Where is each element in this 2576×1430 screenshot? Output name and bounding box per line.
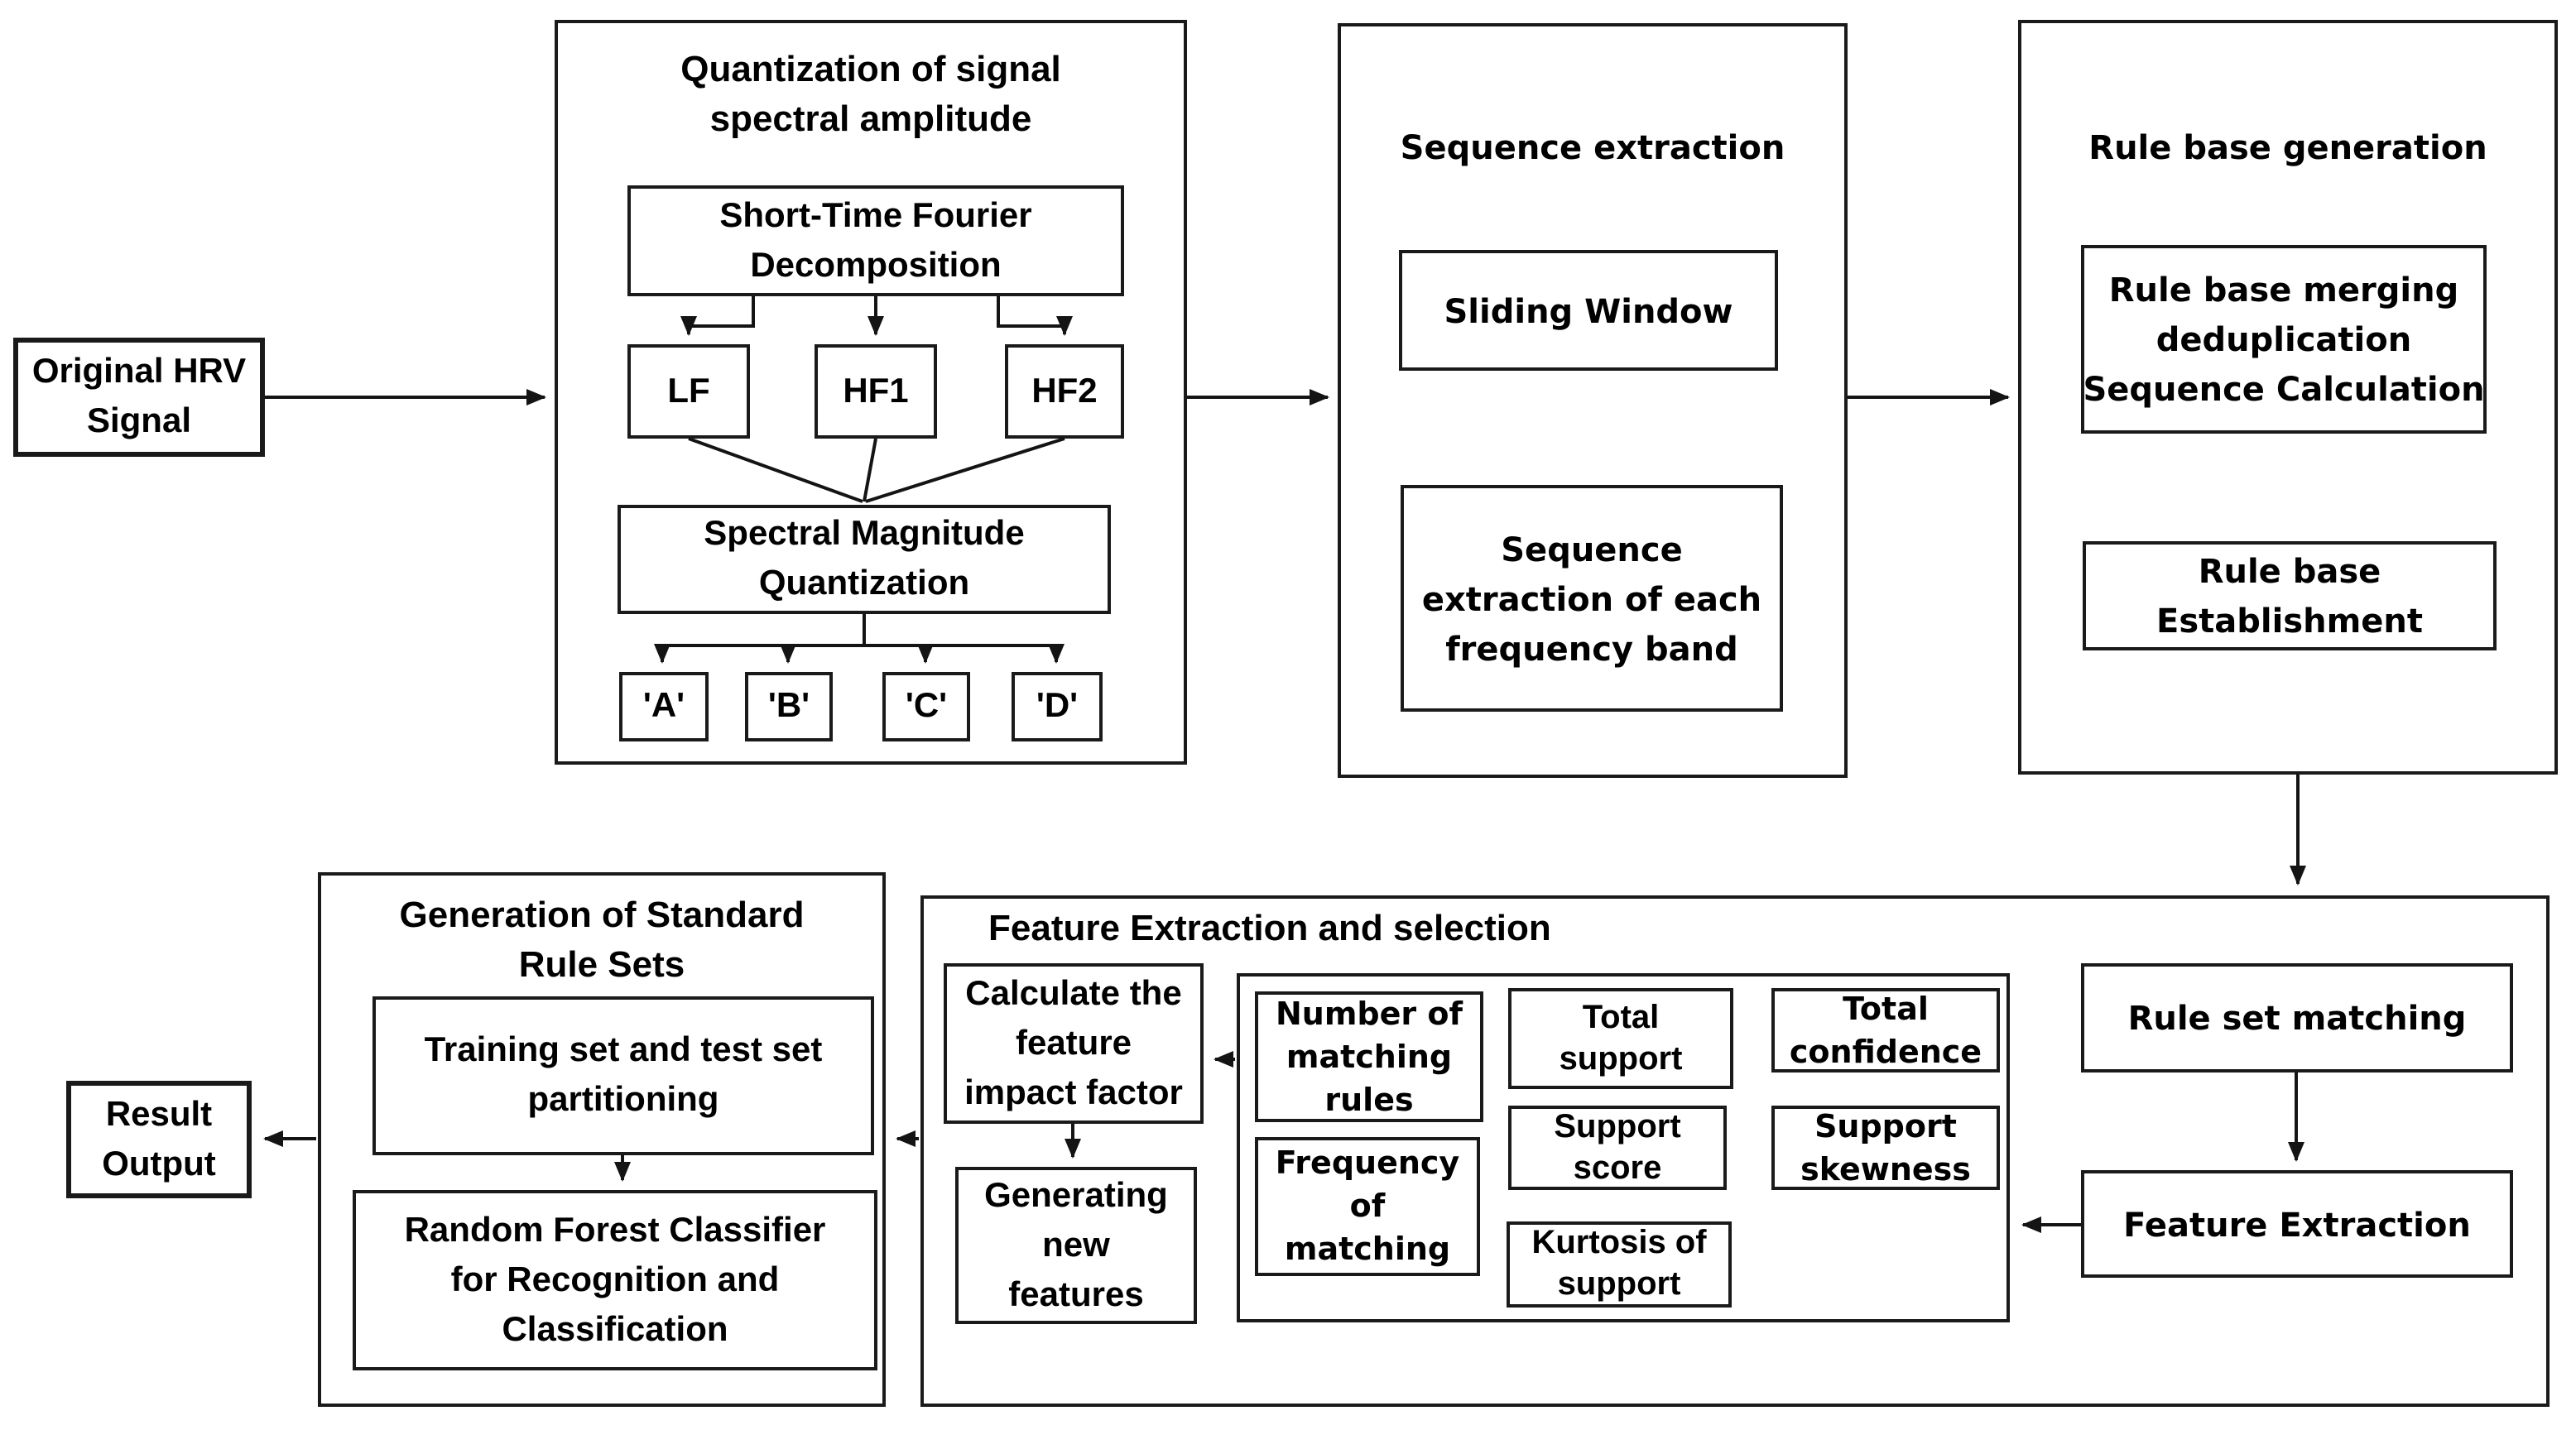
node-lf: LF [627,344,750,439]
node-symbol-a: 'A' [619,672,709,741]
feature-extraction-selection-title: Feature Extraction and selection [988,907,1551,948]
node-hf1: HF1 [815,344,937,439]
rule-base-generation-title: Rule base generation [2088,127,2487,167]
node-rule-set-matching: Rule set matching [2081,963,2513,1072]
sequence-extraction-title: Sequence extraction [1400,127,1785,167]
node-symbol-d: 'D' [1012,672,1103,741]
node-sliding-window: Sliding Window [1399,250,1778,371]
node-feature-extraction: Feature Extraction [2081,1170,2513,1278]
node-symbol-b: 'B' [745,672,833,741]
node-symbol-c: 'C' [882,672,970,741]
node-hf2: HF2 [1005,344,1124,439]
